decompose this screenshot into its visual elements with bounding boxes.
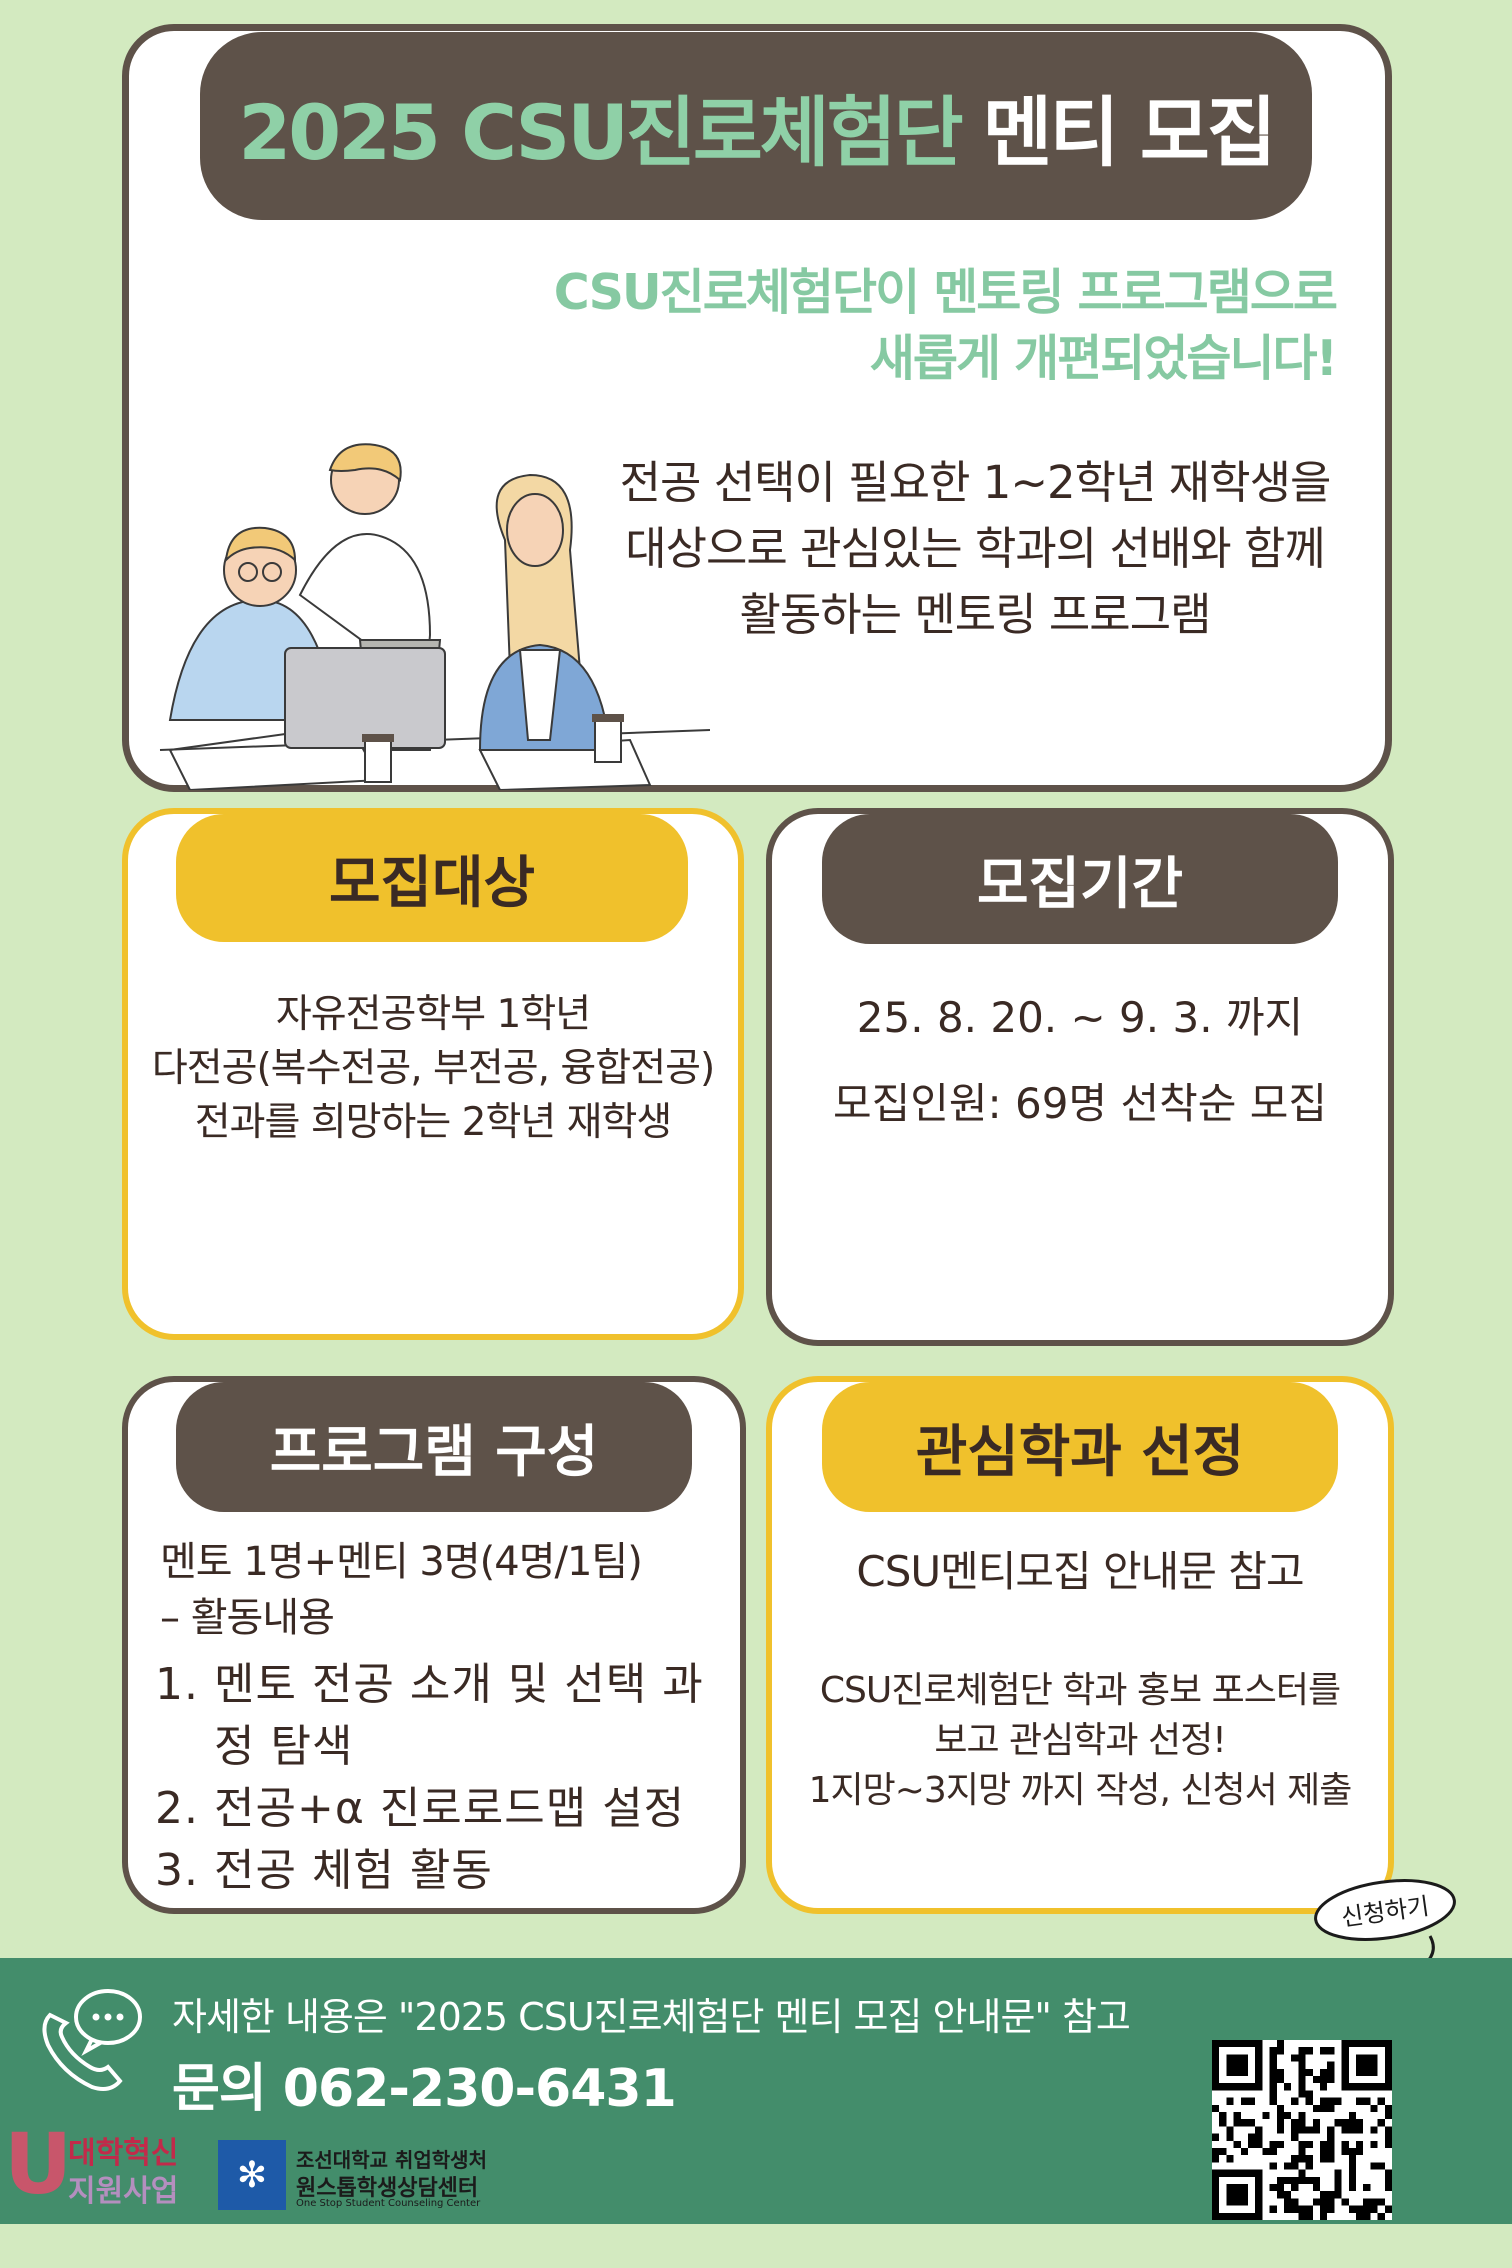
innovation-logo-line2: 지원사업 — [68, 2174, 179, 2209]
program-heading: 프로그램 구성 — [176, 1382, 692, 1512]
hero-desc-line3: 활동하는 멘토링 프로그램 — [739, 588, 1211, 641]
hero-subtitle-line2: 새롭게 개편되었습니다! — [869, 330, 1338, 387]
selection-line1: CSU진로체험단 학과 홍보 포스터를 — [819, 1670, 1341, 1711]
apply-stamp[interactable]: 신청하기 — [1300, 1874, 1470, 1970]
page-title: 2025 CSU진로체험단 멘티 모집 — [200, 32, 1312, 220]
target-text: 자유전공학부 1학년 다전공(복수전공, 부전공, 융합전공) 전과를 희망하는… — [122, 988, 744, 1150]
title-suffix: 멘티 모집 — [982, 88, 1277, 177]
target-line2: 다전공(복수전공, 부전공, 융합전공) — [151, 1046, 715, 1091]
footer-note: 자세한 내용은 "2025 CSU진로체험단 멘티 모집 안내문" 참고 — [172, 1995, 1131, 2039]
list-item: 전공 체험 활동 — [214, 1840, 720, 1902]
selection-line2: 보고 관심학과 선정! — [934, 1720, 1226, 1761]
list-item: 멘토 전공 소개 및 선택 과정 탐색 — [214, 1654, 720, 1778]
target-line1: 자유전공학부 1학년 — [275, 992, 591, 1037]
phone-chat-icon — [42, 1989, 142, 2091]
chosun-logo-line3: One Stop Student Counseling Center — [296, 2198, 481, 2209]
target-heading: 모집대상 — [176, 814, 688, 942]
people-illustration — [159, 443, 710, 790]
innovation-logo-mark: U — [4, 2115, 73, 2213]
program-list: 멘토 전공 소개 및 선택 과정 탐색 전공+α 진로로드맵 설정 전공 체험 … — [160, 1654, 720, 1902]
chosun-seal-icon: ✻ — [218, 2140, 286, 2210]
period-dates: 25. 8. 20. ~ 9. 3. 까지 — [856, 993, 1304, 1042]
selection-heading: 관심학과 선정 — [822, 1382, 1338, 1512]
hero-desc-line2: 대상으로 관심있는 학과의 선배와 함께 — [625, 522, 1326, 575]
chosun-logo: ✻ 조선대학교 취업학생처 원스톱학생상담센터 One Stop Student… — [218, 2140, 518, 2212]
selection-text: CSU진로체험단 학과 홍보 포스터를 보고 관심학과 선정! 1지망~3지망 … — [766, 1666, 1394, 1816]
selection-reference: CSU멘티모집 안내문 참고 — [856, 1547, 1304, 1596]
program-body: 멘토 1명+멘티 3명(4명/1팀) – 활동내용 멘토 전공 소개 및 선택 … — [160, 1534, 720, 1902]
footer-phone[interactable]: 문의 062-230-6431 — [172, 2059, 677, 2119]
title-program-name: 2025 CSU진로체험단 — [238, 88, 963, 177]
selection-line3: 1지망~3지망 까지 작성, 신청서 제출 — [808, 1770, 1353, 1811]
hero-subtitle-line1: CSU진로체험단이 멘토링 프로그램으로 — [553, 264, 1338, 321]
hero-description: 전공 선택이 필요한 1~2학년 재학생을 대상으로 관심있는 학과의 선배와 … — [580, 450, 1370, 648]
target-line3: 전과를 희망하는 2학년 재학생 — [194, 1100, 673, 1145]
period-heading: 모집기간 — [822, 814, 1338, 944]
program-intro-line1: 멘토 1명+멘티 3명(4명/1팀) — [160, 1539, 643, 1585]
list-item: 전공+α 진로로드맵 설정 — [214, 1778, 720, 1840]
innovation-logo-line1: 대학혁신 — [68, 2136, 179, 2171]
period-quota: 모집인원: 69명 선착순 모집 — [832, 1079, 1328, 1128]
program-intro-line2: – 활동내용 — [160, 1595, 335, 1641]
hero-desc-line1: 전공 선택이 필요한 1~2학년 재학생을 — [619, 456, 1332, 509]
innovation-logo: U 대학혁신 지원사업 — [0, 2118, 210, 2210]
hero-subtitle: CSU진로체험단이 멘토링 프로그램으로 새롭게 개편되었습니다! — [436, 260, 1338, 392]
chosun-logo-line1: 조선대학교 취업학생처 — [296, 2148, 487, 2172]
chosun-logo-line2: 원스톱학생상담센터 — [296, 2176, 479, 2201]
qr-code-icon[interactable] — [1212, 2040, 1392, 2220]
